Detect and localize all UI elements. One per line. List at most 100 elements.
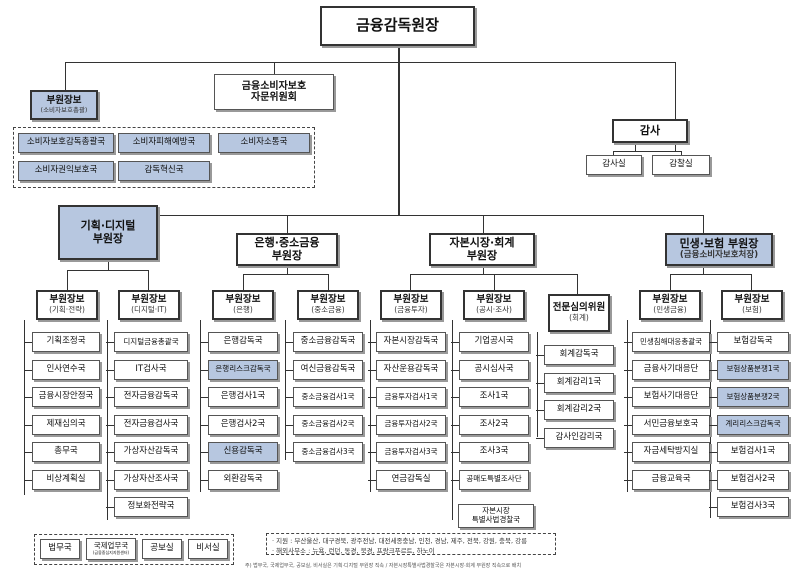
department-unit: 은행감독국 bbox=[208, 332, 278, 352]
connector bbox=[709, 479, 717, 481]
connector bbox=[200, 479, 208, 481]
connector bbox=[613, 151, 614, 155]
connector bbox=[243, 274, 329, 275]
department-unit: 총무국 bbox=[32, 442, 100, 462]
connector bbox=[536, 437, 544, 439]
connector bbox=[627, 320, 628, 492]
connector bbox=[624, 342, 632, 343]
connector bbox=[709, 369, 717, 371]
connector bbox=[398, 46, 400, 216]
connector bbox=[65, 62, 66, 90]
connector bbox=[24, 424, 32, 426]
connector bbox=[328, 274, 329, 290]
connector bbox=[536, 410, 544, 411]
connector bbox=[200, 369, 208, 371]
connector bbox=[106, 452, 114, 453]
connector bbox=[67, 270, 149, 271]
connector bbox=[483, 215, 484, 233]
connector bbox=[24, 342, 32, 343]
overseas-note: · 해외사무소 : 뉴욕, 런던, 동경, 북경, 프랑크푸르트, 하노이 bbox=[272, 547, 435, 555]
department-unit: 정보화전략국 bbox=[114, 497, 188, 517]
connector bbox=[624, 397, 632, 398]
secretary-unit: 비서실 bbox=[188, 539, 228, 559]
connector bbox=[537, 332, 538, 437]
connector bbox=[536, 355, 544, 356]
special-police-unit: 자본시장 특별사법경찰국 bbox=[458, 504, 534, 528]
department-unit: 은행리스크감독국 bbox=[208, 359, 278, 380]
connector bbox=[200, 424, 208, 426]
department-unit: 금융투자검사3국 bbox=[376, 442, 446, 462]
connector bbox=[108, 260, 109, 270]
deputy-header: 부원장보(민생금융) bbox=[639, 290, 701, 320]
department-unit: 중소금융검사1국 bbox=[293, 387, 363, 407]
connector bbox=[106, 342, 114, 343]
connector bbox=[24, 320, 25, 495]
department-unit: IT검사국 bbox=[114, 359, 188, 380]
connector bbox=[709, 452, 717, 453]
connector bbox=[65, 62, 675, 63]
department-unit: 전자금융감독국 bbox=[114, 387, 188, 407]
connector bbox=[451, 424, 459, 426]
deputy-header: 부원장보(보험) bbox=[721, 290, 783, 320]
connector bbox=[709, 507, 717, 508]
connector bbox=[410, 274, 411, 290]
audit-unit: 감사실 bbox=[586, 155, 642, 175]
connector bbox=[709, 397, 717, 398]
notes-box bbox=[266, 533, 556, 555]
department-unit: 보험검사1국 bbox=[717, 442, 789, 462]
connector bbox=[675, 143, 676, 151]
connector bbox=[200, 397, 208, 398]
department-unit: 자금세탁방지실 bbox=[632, 442, 710, 462]
connector bbox=[287, 215, 288, 233]
department-unit: 금융시장안정국 bbox=[32, 387, 100, 407]
connector bbox=[287, 266, 288, 274]
consumer-unit: 소비자권익보호국 bbox=[18, 161, 114, 181]
department-unit: 기업공시국 bbox=[459, 332, 529, 352]
footnote: 주) 법무국, 국제업무국, 공보실, 비서실은 기획·디지털 부원장 직속 /… bbox=[245, 563, 522, 569]
connector bbox=[368, 452, 376, 453]
connector bbox=[451, 397, 459, 398]
department-unit: 조사1국 bbox=[459, 387, 529, 407]
connector bbox=[675, 62, 676, 120]
department-unit: 보험감독국 bbox=[717, 332, 789, 352]
connector bbox=[710, 320, 711, 518]
deputy-header: 부원장보(금융투자) bbox=[380, 290, 442, 320]
deputy-header: 부원장보(공시·조사) bbox=[463, 290, 525, 320]
connector bbox=[681, 151, 682, 155]
consumer-unit: 소비자보호감독총괄국 bbox=[18, 133, 114, 153]
connector bbox=[67, 270, 68, 290]
connector bbox=[624, 479, 632, 481]
connector bbox=[624, 369, 632, 371]
consumer-deputy-title: 부원장보 bbox=[46, 94, 82, 106]
department-unit: 계리리스크감독국 bbox=[717, 414, 789, 435]
department-unit: 디지털금융총괄국 bbox=[114, 332, 188, 352]
connector bbox=[243, 274, 244, 290]
connector bbox=[24, 397, 32, 398]
department-unit: 보험상품분쟁1국 bbox=[717, 359, 789, 380]
governor-box: 금융감독원장 bbox=[320, 6, 475, 46]
department-unit: 민생침해대응총괄국 bbox=[632, 332, 710, 352]
connector bbox=[624, 452, 632, 453]
department-unit: 중소금융검사2국 bbox=[293, 414, 363, 435]
connector bbox=[751, 274, 752, 290]
department-unit: 금융사기대응단 bbox=[632, 359, 710, 380]
department-unit: 자산운용감독국 bbox=[376, 359, 446, 380]
pr-unit: 공보실 bbox=[142, 539, 182, 559]
department-unit: 은행검사2국 bbox=[208, 414, 278, 435]
department-unit: 연금감독실 bbox=[376, 469, 446, 490]
vp-insurance-box: 민생·보험 부원장 (금융소비자보호처장) bbox=[665, 233, 773, 266]
department-unit: 외환감독국 bbox=[208, 469, 278, 490]
consumer-unit: 소비자피해예방국 bbox=[118, 133, 210, 153]
department-unit: 보험상품분쟁2국 bbox=[717, 387, 789, 407]
connector bbox=[285, 342, 293, 343]
connector bbox=[285, 424, 293, 426]
connector bbox=[709, 342, 717, 343]
department-unit: 금융투자검사2국 bbox=[376, 414, 446, 435]
connector bbox=[703, 266, 704, 274]
audit-unit: 감찰실 bbox=[652, 155, 710, 175]
connector bbox=[536, 382, 544, 384]
department-unit: 서민금융보호국 bbox=[632, 414, 710, 435]
deputy-header: 부원장보(은행) bbox=[212, 290, 274, 320]
consumer-group bbox=[13, 127, 315, 188]
connector bbox=[577, 274, 578, 294]
